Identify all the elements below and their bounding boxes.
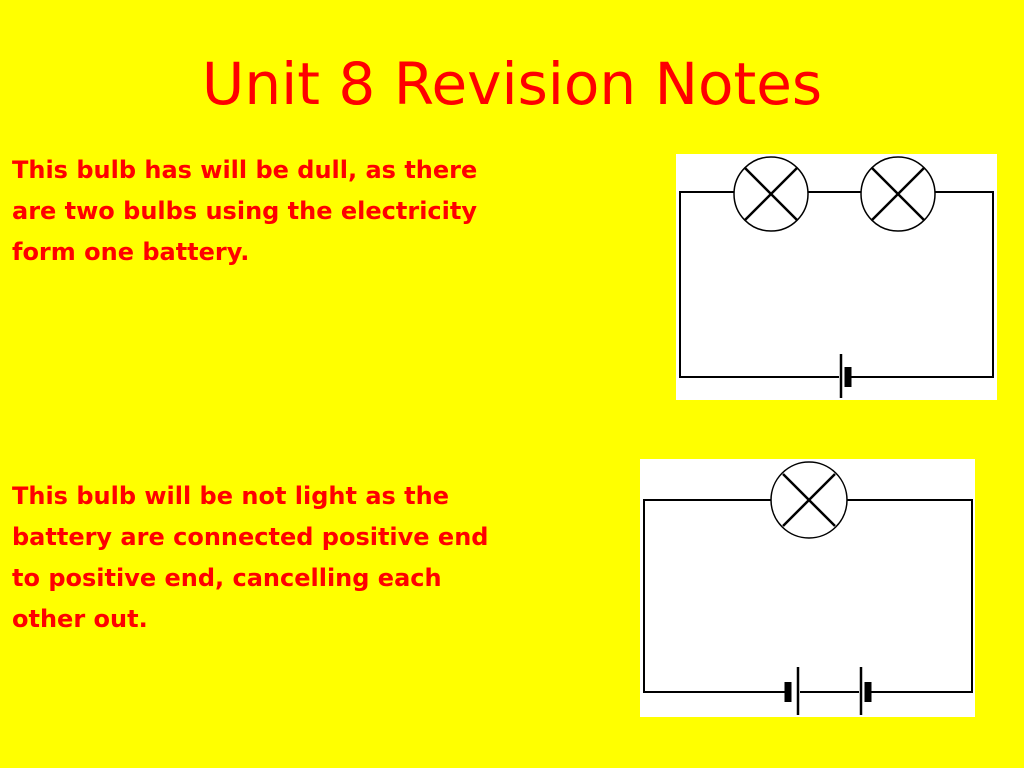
- note-line: form one battery.: [12, 238, 250, 266]
- wire-left: [643, 499, 786, 693]
- note-line: This bulb will be not light as the: [12, 482, 449, 510]
- battery-cell-icon: [784, 667, 800, 715]
- note-line: other out.: [12, 605, 148, 633]
- wire-top-left: [679, 191, 839, 378]
- bulb-icon: [733, 156, 809, 232]
- wire-top-right: [850, 191, 994, 378]
- battery-cell-icon: [839, 354, 852, 398]
- slide-title: Unit 8 Revision Notes: [201, 50, 823, 118]
- note-unlit-bulb: This bulb will be not light as the batter…: [12, 476, 602, 640]
- circuit-diagram-opposed-cells: [640, 459, 975, 717]
- note-line: are two bulbs using the electricity: [12, 197, 477, 225]
- circuit-wires: [679, 191, 994, 378]
- note-line: to positive end, cancelling each: [12, 564, 442, 592]
- wire-right: [847, 499, 973, 693]
- circuit-diagram-two-bulbs: [676, 154, 997, 400]
- note-line: This bulb has will be dull, as there: [12, 156, 478, 184]
- battery-cell-icon: [859, 667, 872, 715]
- bulb-icon: [770, 461, 848, 539]
- circuit-two-bulbs-svg: [679, 156, 994, 398]
- note-dull-bulb: This bulb has will be dull, as there are …: [12, 150, 602, 273]
- circuit-wires: [643, 499, 973, 693]
- bulb-icon: [860, 156, 936, 232]
- circuit-opposed-cells-svg: [643, 461, 973, 715]
- note-line: battery are connected positive end: [12, 523, 489, 551]
